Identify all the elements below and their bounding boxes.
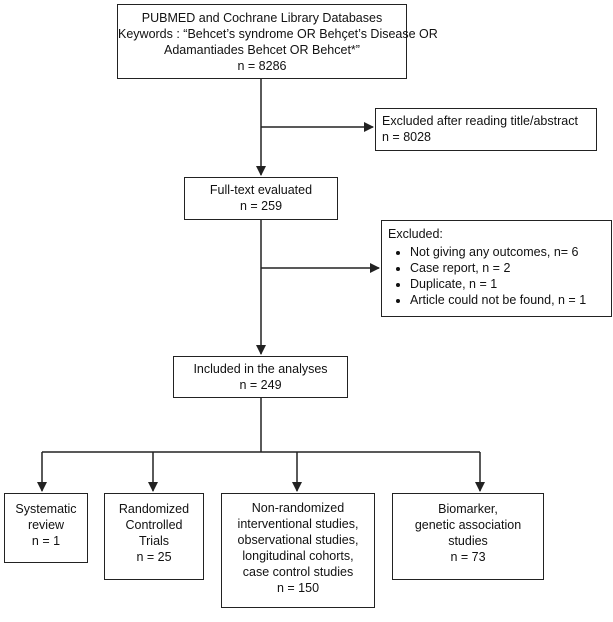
biomarker-line1: Biomarker, xyxy=(438,502,498,516)
exclusion-reason: Article could not be found, n = 1 xyxy=(410,292,611,308)
exclusion-reason: Not giving any outcomes, n= 6 xyxy=(410,244,611,260)
nonrandomized-line1: Non-randomized xyxy=(251,501,345,515)
nonrandomized-line5: case control studies xyxy=(242,565,354,579)
fulltext-label: Full-text evaluated xyxy=(209,183,313,197)
exclusion-reason: Duplicate, n = 1 xyxy=(410,276,611,292)
biomarker-count: n = 73 xyxy=(450,550,486,564)
biomarker-line2: genetic association xyxy=(414,518,522,532)
included-box: Included in the analyses n = 249 xyxy=(173,356,348,398)
exclusion-reason: Case report, n = 2 xyxy=(410,260,611,276)
excluded-title-label: Excluded after reading title/abstract xyxy=(382,114,578,128)
biomarker-box: Biomarker, genetic association studies n… xyxy=(392,493,544,580)
excluded-title-box: Excluded after reading title/abstract n … xyxy=(375,108,597,151)
search-keywords-line1: Keywords : “Behcet’s syndrome OR Behçet’… xyxy=(118,27,438,41)
search-databases: PUBMED and Cochrane Library Databases xyxy=(141,11,383,25)
included-count: n = 249 xyxy=(239,378,282,392)
systematic-line2: review xyxy=(27,518,65,532)
search-keywords-line2: Adamantiades Behcet OR Behcet*” xyxy=(164,43,360,57)
rct-line2: Controlled xyxy=(125,518,183,532)
search-box: PUBMED and Cochrane Library Databases Ke… xyxy=(117,4,438,79)
fulltext-count: n = 259 xyxy=(239,199,283,213)
rct-count: n = 25 xyxy=(136,550,172,564)
systematic-review-box: Systematic review n = 1 xyxy=(4,493,88,563)
excluded-fulltext-label: Excluded: xyxy=(388,227,443,241)
included-label: Included in the analyses xyxy=(193,362,328,376)
nonrandomized-line2: interventional studies, xyxy=(237,517,359,531)
excluded-fulltext-box: Excluded: Not giving any outcomes, n= 6 … xyxy=(381,220,612,317)
biomarker-line3: studies xyxy=(448,534,488,548)
exclusion-reasons-list: Not giving any outcomes, n= 6 Case repor… xyxy=(388,244,611,308)
rct-box: Randomized Controlled Trials n = 25 xyxy=(104,493,204,580)
systematic-count: n = 1 xyxy=(31,534,61,548)
nonrandomized-count: n = 150 xyxy=(276,581,320,595)
search-count: n = 8286 xyxy=(237,59,287,73)
nonrandomized-line4: longitudinal cohorts, xyxy=(242,549,354,563)
rct-line3: Trials xyxy=(138,534,170,548)
nonrandomized-line3: observational studies, xyxy=(237,533,359,547)
fulltext-box: Full-text evaluated n = 259 xyxy=(184,177,338,220)
rct-line1: Randomized xyxy=(118,502,190,516)
excluded-title-count: n = 8028 xyxy=(382,130,432,144)
nonrandomized-box: Non-randomized interventional studies, o… xyxy=(221,493,375,608)
systematic-line1: Systematic xyxy=(15,502,77,516)
